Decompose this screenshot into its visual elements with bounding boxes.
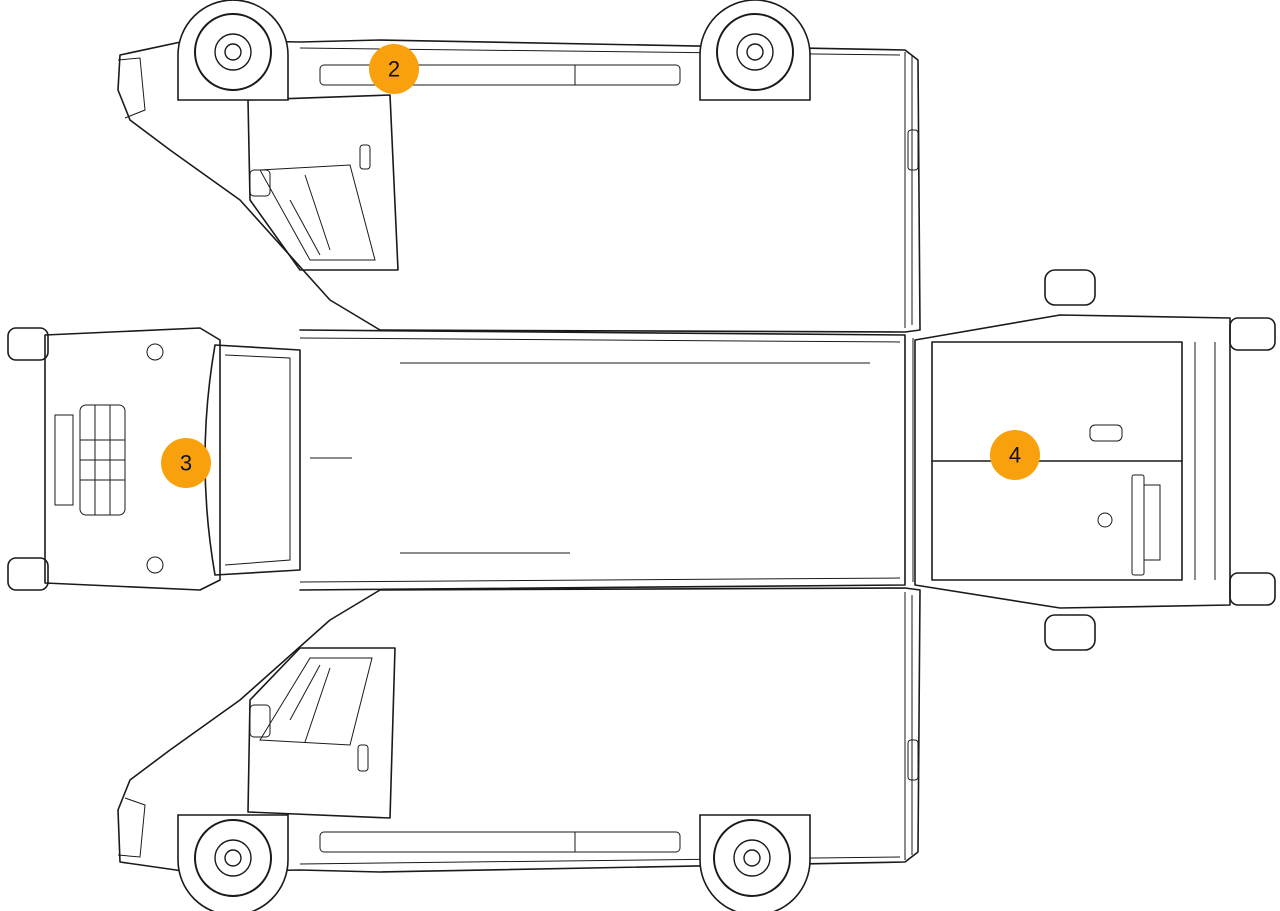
marker-3-label: 3 bbox=[180, 451, 192, 476]
marker-3[interactable]: 3 bbox=[161, 438, 211, 488]
wheel-front-bottom bbox=[177, 814, 289, 911]
van-roof-view bbox=[7, 327, 914, 591]
wheel-rear-top bbox=[699, 0, 811, 101]
marker-2[interactable]: 2 bbox=[369, 44, 419, 94]
van-rear-view bbox=[914, 269, 1276, 651]
marker-2-label: 2 bbox=[388, 57, 400, 82]
van-side-view-top bbox=[117, 0, 921, 333]
wheel-front-top bbox=[177, 0, 289, 101]
marker-4-label: 4 bbox=[1009, 443, 1021, 468]
van-side-view-bottom bbox=[117, 587, 921, 911]
wheel-rear-bottom bbox=[699, 814, 811, 911]
marker-4[interactable]: 4 bbox=[990, 430, 1040, 480]
